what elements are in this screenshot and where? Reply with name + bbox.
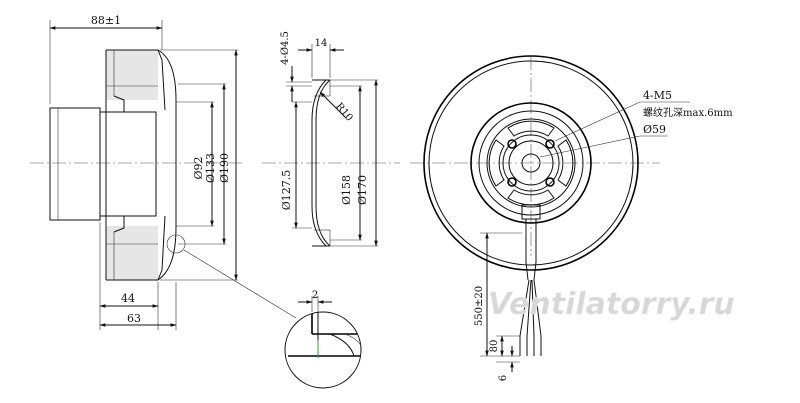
side-view: 88±1 Ø92 Ø133 Ø190 44 63 xyxy=(30,14,245,330)
callout-thread: 4-M5 xyxy=(643,89,672,102)
dim-w14: 14 xyxy=(315,38,328,49)
dim-d92: Ø92 xyxy=(192,156,205,179)
dim-holes: 4-Ø4.5 xyxy=(280,31,291,65)
dim-d158: Ø158 xyxy=(340,175,353,205)
dim-r10: R10 xyxy=(333,101,354,124)
dim-w44: 44 xyxy=(121,292,135,305)
dim-strip-length: 80 xyxy=(489,340,500,353)
dim-d170: Ø170 xyxy=(356,175,369,205)
dim-wire-end: 6 xyxy=(498,375,509,381)
dim-overall-width: 88±1 xyxy=(91,14,121,27)
section-view: 4-Ø4.5 14 R10 Ø127.5 Ø158 Ø170 xyxy=(262,31,400,247)
dim-d133: Ø133 xyxy=(204,153,217,183)
detail-view: 2 xyxy=(284,290,362,389)
dim-w63: 63 xyxy=(127,312,141,325)
dim-d127-5: Ø127.5 xyxy=(280,170,293,211)
dim-d190: Ø190 xyxy=(218,153,231,183)
dim-gap: 2 xyxy=(312,290,318,301)
callout-thread-note: 螺纹孔深max.6mm xyxy=(643,106,733,119)
watermark: Ventilatorry.ru xyxy=(488,287,735,322)
callout-d59: Ø59 xyxy=(643,123,666,136)
detail-leader xyxy=(183,249,297,319)
front-view: 4-M5 螺纹孔深max.6mm Ø59 550±20 80 6 xyxy=(410,55,733,381)
dim-cable-length: 550±20 xyxy=(474,286,485,326)
